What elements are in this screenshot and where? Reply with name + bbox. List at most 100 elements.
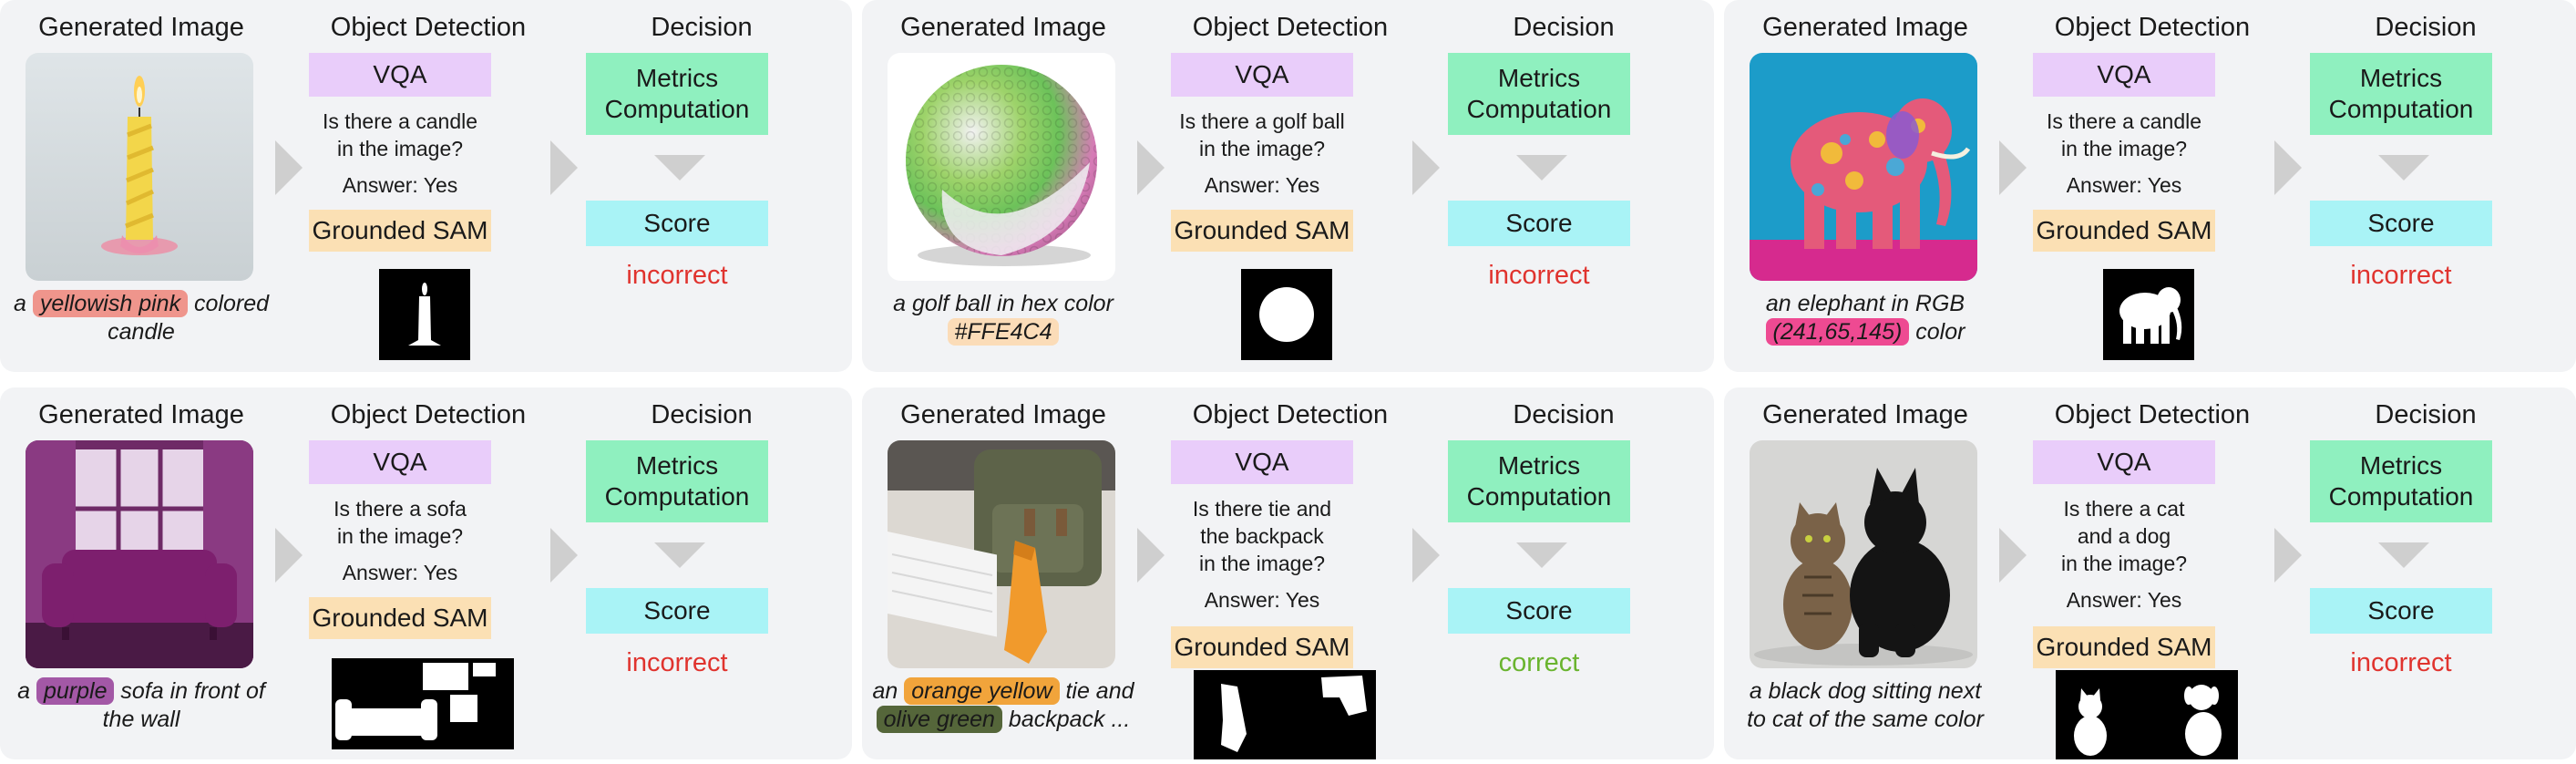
vqa-question: Is there a sofa in the image? [309, 495, 491, 550]
caption-color-highlight: yellowish pink [32, 290, 189, 317]
question-line: Is there a sofa [334, 497, 467, 521]
caption: a black dog sitting next to cat of the s… [1742, 677, 1988, 734]
vqa-box: VQA [1171, 53, 1353, 97]
header-decision: Decision [651, 400, 753, 429]
arrow-right-icon [550, 140, 578, 195]
caption-text-end: color [1909, 319, 1965, 345]
caption-text: a [17, 678, 36, 704]
question-line: in the image? [2060, 137, 2188, 160]
panel-golf-ball: Generated Image Object Detection Decisio… [862, 0, 1714, 372]
caption-color-highlight: orange yellow [904, 677, 1060, 705]
grounded-sam-box: Grounded SAM [1171, 210, 1353, 252]
metrics-label: Metrics [1497, 64, 1581, 92]
result-label: incorrect [2350, 261, 2452, 290]
caption: a yellowish pink colored candle [9, 290, 273, 346]
vqa-question: Is there tie and the backpack in the ima… [1171, 495, 1353, 577]
golf-ball-image [888, 53, 1115, 281]
score-box: Score [2310, 201, 2492, 246]
arrow-right-icon [275, 528, 303, 583]
header-decision: Decision [1513, 400, 1615, 429]
vqa-box: VQA [2033, 440, 2215, 484]
header-generated-image: Generated Image [1762, 13, 1968, 42]
arrow-down-icon [1516, 155, 1567, 181]
arrow-right-icon [1999, 140, 2027, 195]
arrow-down-icon [1516, 542, 1567, 568]
caption-text-end: backpack ... [1001, 707, 1131, 732]
arrow-right-icon [2274, 140, 2302, 195]
header-object-detection: Object Detection [330, 13, 527, 42]
computation-label: Computation [604, 95, 750, 123]
grounded-sam-box: Grounded SAM [1171, 626, 1353, 668]
candle-image [26, 53, 253, 281]
sofa-image [26, 440, 253, 668]
grounded-sam-box: Grounded SAM [2033, 210, 2215, 252]
caption-text: a golf ball in hex color [893, 291, 1114, 316]
arrow-down-icon [2378, 155, 2429, 181]
computation-label: Computation [1466, 482, 1612, 511]
computation-label: Computation [2328, 95, 2474, 123]
arrow-right-icon [2274, 528, 2302, 583]
question-line: the backpack [1200, 524, 1324, 548]
cat-dog-mask [2056, 670, 2238, 759]
caption-color-highlight-2: olive green [876, 706, 1002, 733]
computation-label: Computation [2328, 482, 2474, 511]
vqa-answer: Answer: Yes [2066, 588, 2182, 612]
vqa-box: VQA [1171, 440, 1353, 484]
panel-cat-dog: Generated Image Object Detection Decisio… [1724, 387, 2576, 759]
caption-color-highlight: purple [36, 677, 115, 705]
arrow-down-icon [654, 542, 705, 568]
arrow-right-icon [1999, 528, 2027, 583]
question-line: Is there a cat [2063, 497, 2185, 521]
tie-backpack-image [888, 440, 1115, 668]
metrics-label: Metrics [635, 451, 719, 480]
header-object-detection: Object Detection [1192, 13, 1389, 42]
caption-text-mid: tie and [1059, 678, 1134, 704]
panel-candle: Generated Image Object Detection Decisio… [0, 0, 852, 372]
header-decision: Decision [1513, 13, 1615, 42]
arrow-right-icon [1137, 140, 1165, 195]
vqa-answer: Answer: Yes [342, 561, 458, 584]
caption-text: a black dog sitting next to cat of the s… [1747, 678, 1984, 732]
grounded-sam-box: Grounded SAM [309, 597, 491, 639]
arrow-right-icon [1412, 140, 1440, 195]
caption-text-end: colored candle [108, 291, 270, 345]
question-line: in the image? [1198, 137, 1326, 160]
header-generated-image: Generated Image [900, 400, 1106, 429]
vqa-box: VQA [309, 440, 491, 484]
arrow-down-icon [2378, 542, 2429, 568]
caption: an orange yellow tie and olive green bac… [871, 677, 1135, 734]
result-label: correct [1498, 648, 1580, 677]
result-label: incorrect [1488, 261, 1590, 290]
grounded-sam-box: Grounded SAM [2033, 626, 2215, 668]
elephant-mask [2103, 269, 2194, 360]
metrics-computation-box: Metrics Computation [2310, 440, 2492, 522]
metrics-computation-box: Metrics Computation [2310, 53, 2492, 135]
metrics-computation-box: Metrics Computation [586, 440, 768, 522]
metrics-label: Metrics [635, 64, 719, 92]
vqa-answer: Answer: Yes [1204, 173, 1320, 197]
question-line: in the image? [2060, 552, 2188, 575]
caption: an elephant in RGB (241,65,145) color [1733, 290, 1997, 346]
header-decision: Decision [2375, 13, 2477, 42]
metrics-computation-box: Metrics Computation [1448, 440, 1630, 522]
caption-color-highlight: (241,65,145) [1765, 318, 1910, 346]
vqa-question: Is there a candle in the image? [309, 108, 491, 162]
arrow-right-icon [1412, 528, 1440, 583]
question-line: Is there a golf ball [1179, 109, 1345, 133]
vqa-question: Is there a golf ball in the image? [1171, 108, 1353, 162]
computation-label: Computation [1466, 95, 1612, 123]
metrics-label: Metrics [1497, 451, 1581, 480]
result-label: incorrect [2350, 648, 2452, 677]
caption-text-end: sofa in front of the wall [102, 678, 265, 732]
arrow-right-icon [275, 140, 303, 195]
header-generated-image: Generated Image [38, 400, 244, 429]
vqa-answer: Answer: Yes [2066, 173, 2182, 197]
circle-mask [1241, 269, 1332, 360]
caption: a golf ball in hex color #FFE4C4 [871, 290, 1135, 346]
vqa-box: VQA [309, 53, 491, 97]
grounded-sam-box: Grounded SAM [309, 210, 491, 252]
header-object-detection: Object Detection [1192, 400, 1389, 429]
vqa-question: Is there a candle in the image? [2033, 108, 2215, 162]
question-line: Is there a candle [322, 109, 478, 133]
score-box: Score [1448, 201, 1630, 246]
